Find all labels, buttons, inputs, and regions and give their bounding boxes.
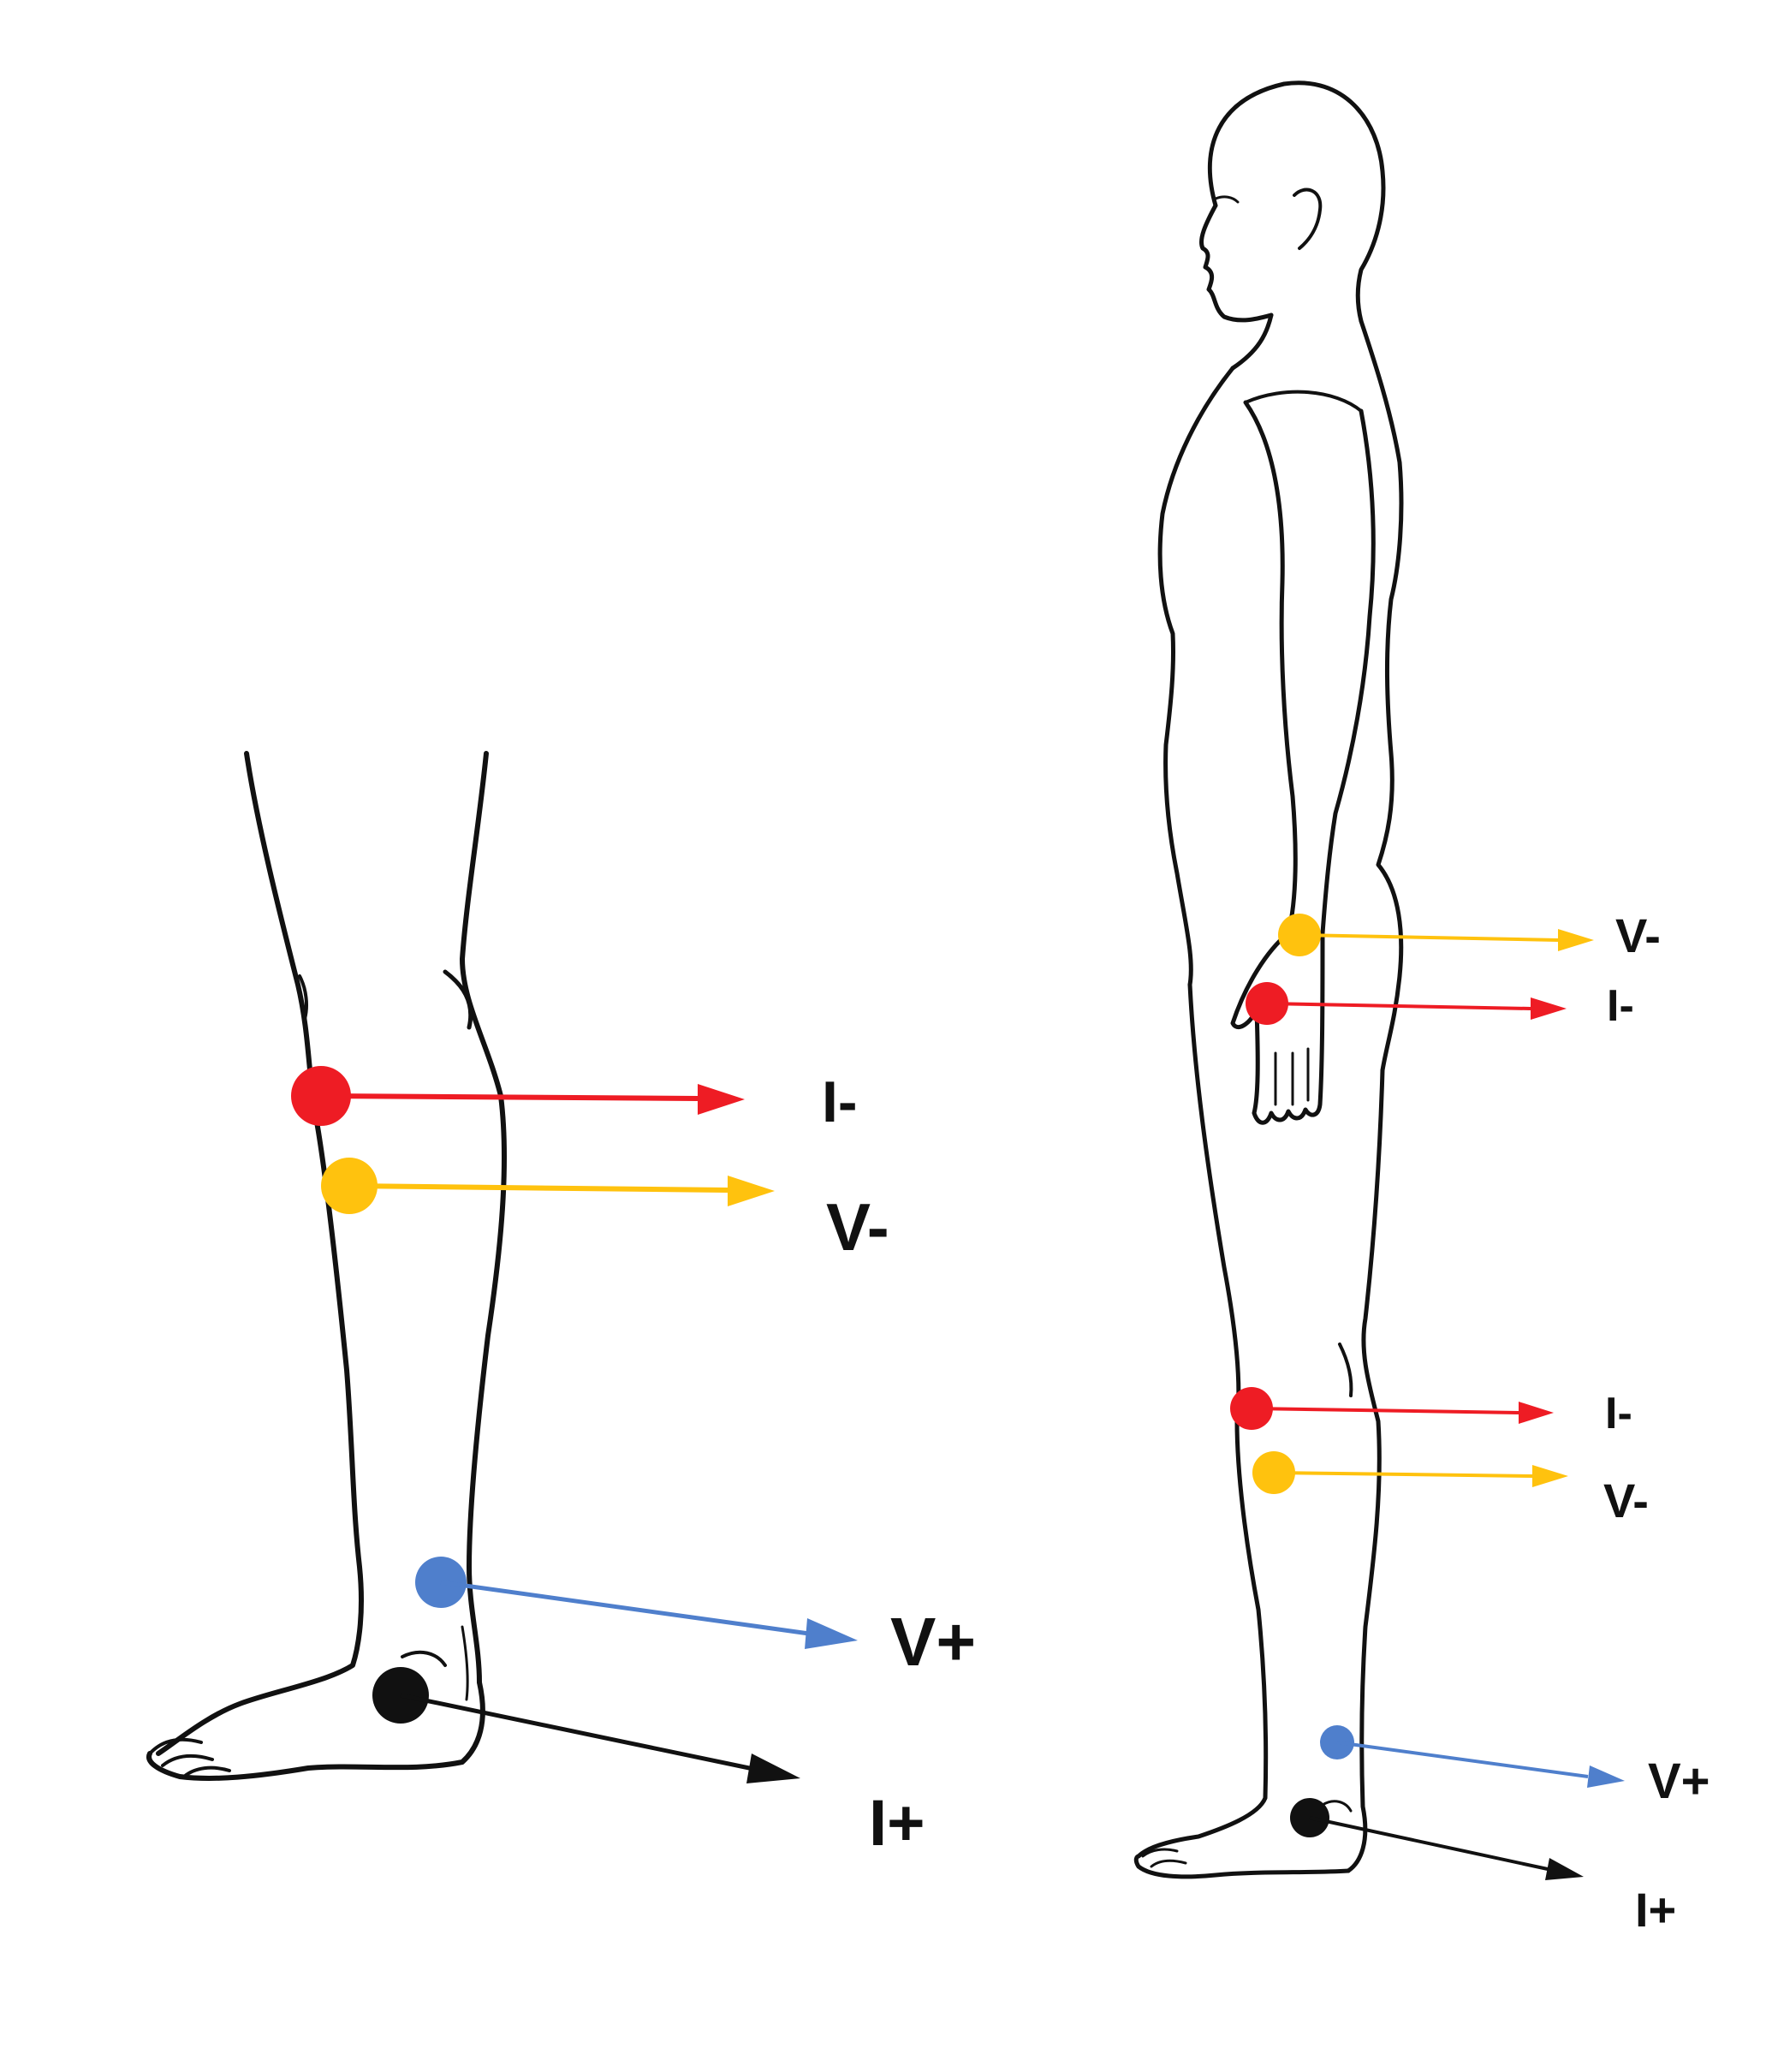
electrode-label: I+ xyxy=(1635,1883,1676,1937)
electrode-arrow xyxy=(348,1183,728,1193)
electrode-arrow xyxy=(1266,1002,1531,1010)
electrode-label: V+ xyxy=(1648,1753,1710,1809)
electrode-label: I+ xyxy=(869,1787,925,1860)
arrowhead xyxy=(1587,1765,1625,1788)
arrowhead xyxy=(698,1084,745,1115)
leg-electrode-group: I- V- V+ I+ xyxy=(291,1066,976,1860)
arrowhead xyxy=(1519,1402,1554,1424)
body-electrode-knee-v-minus: V- xyxy=(1252,1451,1649,1527)
body-electrode-knee-i-minus: I- xyxy=(1230,1387,1632,1438)
electrode-arrow xyxy=(440,1580,810,1636)
body-electrode-ankle-v-plus: V+ xyxy=(1320,1725,1710,1809)
electrode-label: V- xyxy=(1615,908,1661,962)
electrode-label: I- xyxy=(822,1069,858,1134)
electrode-label: I- xyxy=(1607,981,1634,1031)
electrode-label: I- xyxy=(1605,1389,1632,1438)
full-body-illustration xyxy=(1133,80,1404,1879)
electrode-arrow xyxy=(1299,933,1559,942)
electrode-arrow xyxy=(320,1093,699,1101)
leg-electrode-v-minus: V- xyxy=(321,1158,889,1265)
leg-electrode-v-plus: V+ xyxy=(415,1557,976,1680)
body-electrode-ankle-i-plus: I+ xyxy=(1290,1798,1676,1937)
electrode-label: V+ xyxy=(890,1604,976,1680)
leg-electrode-i-minus: I- xyxy=(291,1066,858,1134)
arrowhead xyxy=(805,1618,858,1649)
electrode-arrow xyxy=(1273,1471,1533,1478)
electrode-arrow xyxy=(1309,1816,1549,1871)
electrode-label: V- xyxy=(1603,1474,1649,1527)
electrode-arrow xyxy=(1251,1407,1519,1414)
arrowhead xyxy=(728,1176,775,1206)
electrode-label: V- xyxy=(826,1189,889,1265)
electrode-arrow xyxy=(400,1693,754,1771)
arrowhead xyxy=(1531,997,1567,1020)
arrowhead xyxy=(746,1753,800,1783)
arrowhead xyxy=(1532,1465,1568,1487)
body-electrode-group: V- I- I- V- V+ xyxy=(1230,908,1710,1937)
leg-electrode-i-plus: I+ xyxy=(372,1667,925,1860)
body-electrode-hand-i-minus: I- xyxy=(1246,981,1634,1031)
body-electrode-hand-v-minus: V- xyxy=(1278,908,1661,962)
electrode-arrow xyxy=(1336,1741,1589,1778)
arrowhead xyxy=(1545,1858,1584,1880)
arrowhead xyxy=(1558,929,1594,951)
leg-closeup-illustration xyxy=(146,751,508,1781)
